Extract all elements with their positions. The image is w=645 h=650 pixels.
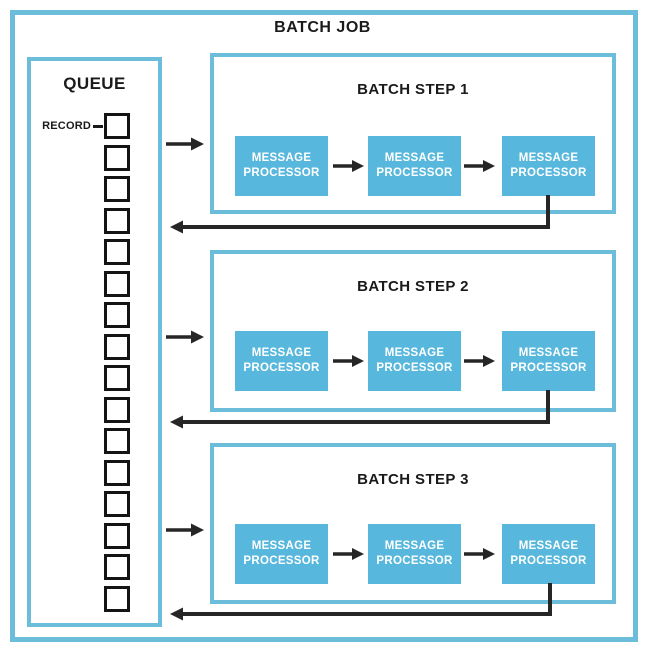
queue-record bbox=[104, 491, 130, 517]
queue-record bbox=[104, 459, 130, 486]
queue-record bbox=[104, 428, 130, 454]
queue-record bbox=[104, 554, 130, 580]
queue-label: QUEUE bbox=[63, 74, 126, 93]
queue-record bbox=[104, 239, 130, 265]
message-processor: MESSAGE PROCESSOR bbox=[235, 331, 328, 391]
message-processor: MESSAGE PROCESSOR bbox=[368, 524, 461, 584]
record-label: RECORD bbox=[42, 120, 91, 132]
batch-step-1-label: BATCH STEP 1 bbox=[357, 81, 469, 98]
queue-record bbox=[104, 522, 130, 549]
batch-step-2-label: BATCH STEP 2 bbox=[357, 278, 469, 295]
batch-job-title: BATCH JOB bbox=[274, 19, 371, 36]
queue-record bbox=[104, 365, 130, 391]
queue-box bbox=[27, 57, 162, 627]
message-processor: MESSAGE PROCESSOR bbox=[368, 331, 461, 391]
message-processor: MESSAGE PROCESSOR bbox=[235, 136, 328, 196]
message-processor: MESSAGE PROCESSOR bbox=[368, 136, 461, 196]
queue-record bbox=[104, 270, 130, 297]
batch-step-3-label: BATCH STEP 3 bbox=[357, 471, 469, 488]
queue-record bbox=[104, 176, 130, 202]
queue-record bbox=[104, 207, 130, 234]
queue-record bbox=[104, 585, 130, 612]
queue-record bbox=[104, 302, 130, 328]
message-processor: MESSAGE PROCESSOR bbox=[235, 524, 328, 584]
queue-record bbox=[104, 396, 130, 423]
message-processor: MESSAGE PROCESSOR bbox=[502, 331, 595, 391]
queue-records bbox=[104, 113, 130, 612]
record-pointer-line bbox=[93, 125, 103, 128]
queue-record bbox=[104, 113, 130, 139]
message-processor: MESSAGE PROCESSOR bbox=[502, 524, 595, 584]
queue-record bbox=[104, 144, 130, 171]
message-processor: MESSAGE PROCESSOR bbox=[502, 136, 595, 196]
queue-record bbox=[104, 333, 130, 360]
